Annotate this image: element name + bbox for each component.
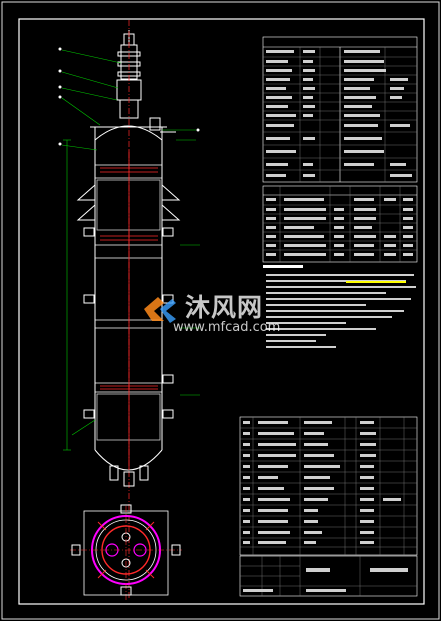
title-block-cells [243, 568, 408, 592]
nozzle-table-cells [266, 198, 413, 256]
section-view [70, 504, 182, 600]
watermark: 沐风网 www.mfcad.com [145, 288, 280, 335]
parts-list-table [239, 416, 418, 556]
leader-lines [61, 49, 200, 436]
watermark-url: www.mfcad.com [173, 320, 281, 335]
technical-requirements-notes [263, 265, 416, 348]
nozzle-table [262, 185, 418, 263]
drawing-frame [18, 18, 425, 605]
leader-dots [58, 47, 200, 146]
parts-list-cells [243, 421, 401, 544]
tech-table-cells [266, 50, 412, 177]
watermark-logo-icon [144, 297, 176, 323]
title-block [239, 555, 418, 597]
vessel-elevation [63, 20, 181, 600]
technical-characteristics-table [262, 36, 418, 183]
watermark-brand: 沐风网 [185, 293, 264, 322]
